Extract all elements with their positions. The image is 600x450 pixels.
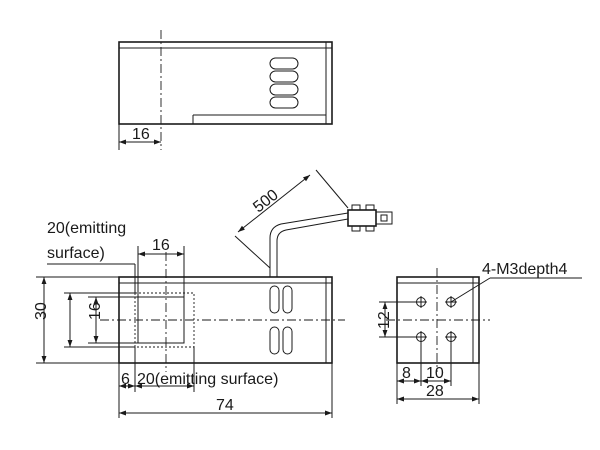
dim-length-overall-label: 74 [216,397,234,414]
hole-spec-label: 4-M3depth4 [482,261,567,278]
dim-window-offset-label: 6 [121,371,130,388]
front-view: 16 20(emitting surface) 30 16 6 20(emitt… [33,220,345,418]
mounting-holes [415,296,457,343]
dim-hole-spacing-horizontal-label: 10 [426,365,444,382]
hole-callout-leader [450,277,491,303]
dim-width-overall-label: 28 [426,383,444,400]
emitting-surface-label-line1: 20(emitting [47,220,126,237]
front-view-vent-slots [269,285,293,355]
top-view-body [118,41,333,125]
dim-cable-length-label: 500 [250,186,282,216]
emitting-surface-outline [134,292,195,348]
top-view: 16 [118,30,333,150]
cable-assembly: 500 [234,169,393,277]
top-view-vent-slots [269,57,299,109]
connector [347,204,393,232]
dim-top-offset-label: 16 [132,126,150,143]
dim-emitting-surface-width-label: 20(emitting surface) [137,371,278,388]
cable [269,212,349,277]
dim-hole-left-offset-label: 8 [402,365,411,382]
emitting-window [137,296,185,344]
dim-cable-length-line [237,174,311,233]
dim-hole-spacing-vertical-label: 12 [376,311,393,329]
side-view: 4-M3depth4 12 8 10 28 [376,261,582,404]
dim-height-overall-label: 30 [33,302,50,320]
dim-window-height-label: 16 [87,302,104,320]
emitting-surface-label-line2: surface) [47,245,105,262]
dim-window-width-label: 16 [152,237,170,254]
